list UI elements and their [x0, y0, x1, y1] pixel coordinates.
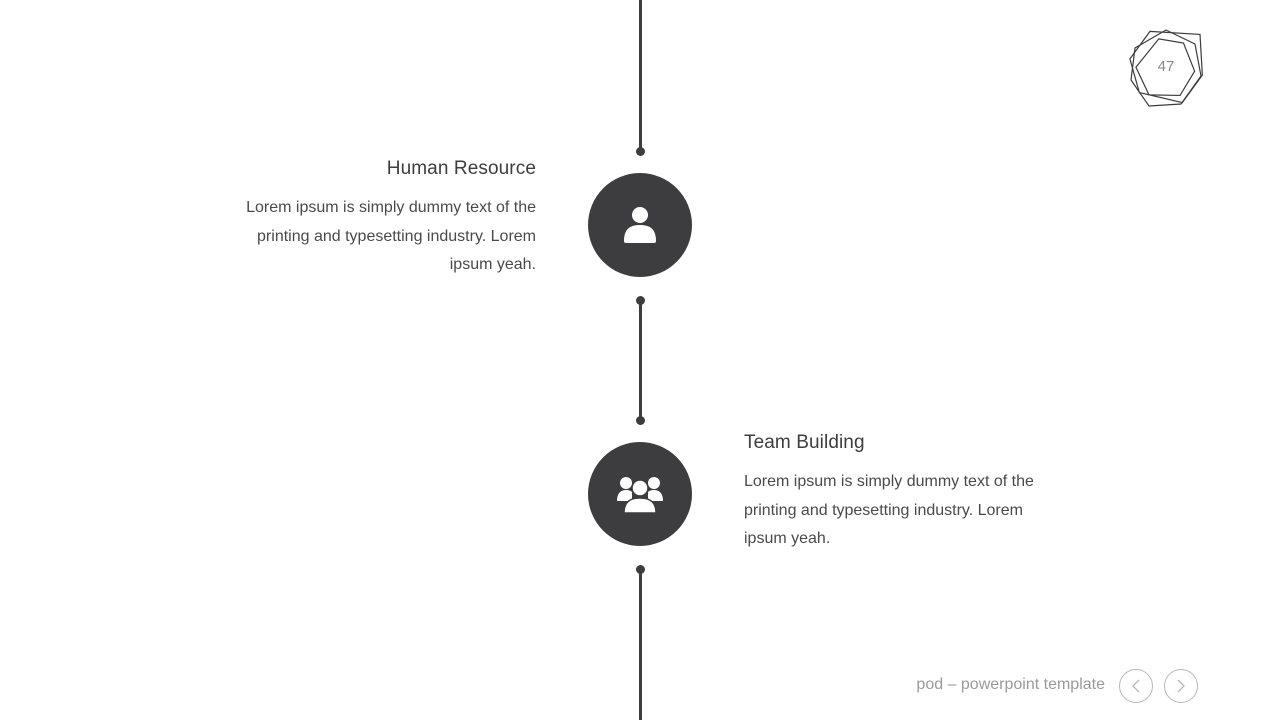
- timeline-node-team-building: [588, 442, 692, 546]
- previous-slide-button[interactable]: [1119, 669, 1153, 703]
- chevron-right-icon: [1177, 679, 1185, 693]
- timeline-line-middle: [639, 300, 642, 420]
- chevron-left-icon: [1132, 679, 1140, 693]
- item-description: Lorem ipsum is simply dummy text of the …: [744, 473, 1034, 547]
- timeline-dot: [636, 147, 645, 156]
- next-slide-button[interactable]: [1164, 669, 1198, 703]
- item-title: Team Building: [744, 432, 865, 453]
- timeline-node-human-resource: [588, 173, 692, 277]
- group-icon: [617, 477, 663, 514]
- person-icon: [624, 207, 656, 243]
- item-title: Human Resource: [386, 158, 536, 179]
- page-number: 47: [1157, 58, 1175, 75]
- timeline-dot: [636, 416, 645, 425]
- timeline-line-bottom: [639, 569, 642, 720]
- timeline-line-top: [639, 0, 642, 152]
- page-number-badge-icon: [1129, 29, 1203, 107]
- item-description: Lorem ipsum is simply dummy text of the …: [246, 199, 536, 273]
- footer-label: pod – powerpoint template: [916, 676, 1105, 693]
